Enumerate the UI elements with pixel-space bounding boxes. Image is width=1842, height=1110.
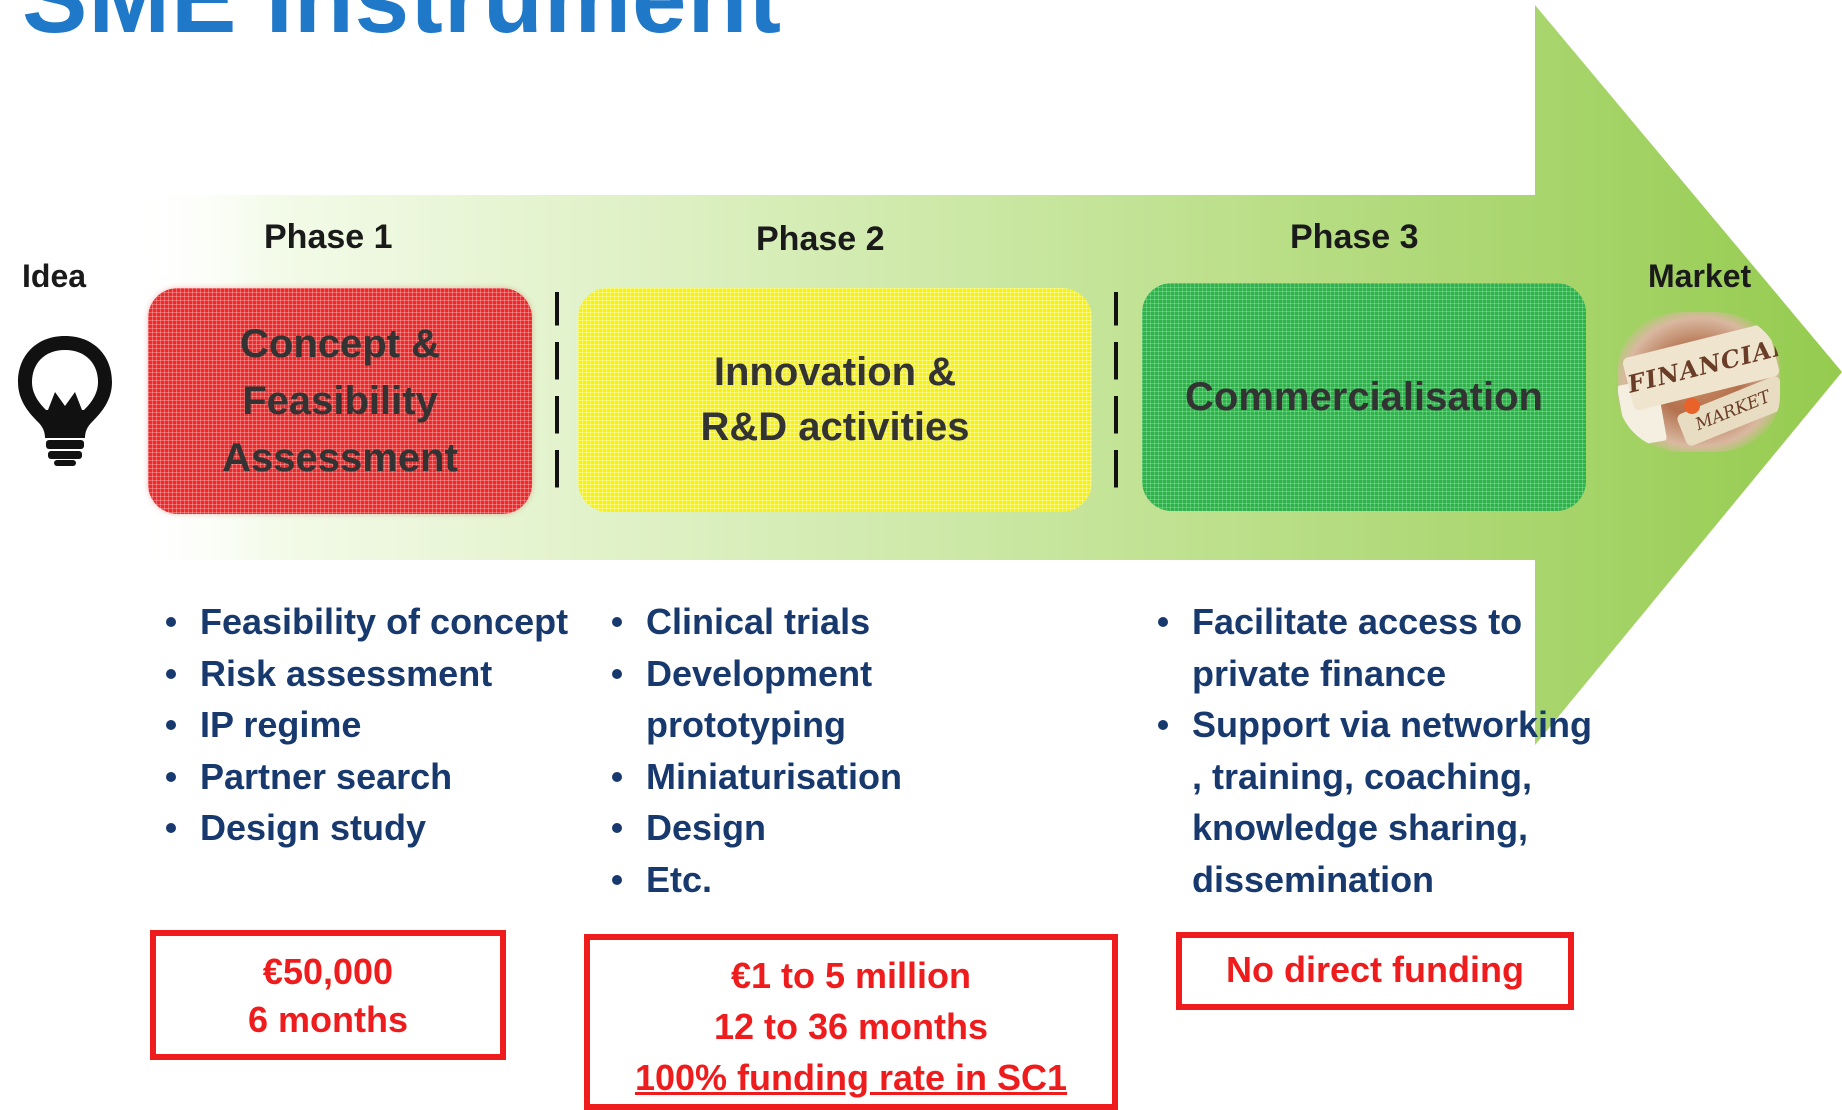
page-title: SME Instrument: [22, 0, 782, 55]
funding-line: 6 months: [247, 999, 408, 1040]
phase-1-bullets: Feasibility of concept Risk assessment I…: [162, 596, 602, 854]
idea-label: Idea: [22, 258, 87, 294]
funding-line: No direct funding: [1226, 949, 1524, 990]
list-item: Support via networking , training, coach…: [1154, 699, 1604, 905]
phase-2-box-line: R&D activities: [700, 405, 970, 449]
phase-3-bullets: Facilitate access to private finance Sup…: [1154, 596, 1604, 905]
market-label: Market: [1648, 258, 1752, 294]
list-item: Design: [608, 802, 938, 854]
list-item: Miniaturisation: [608, 751, 938, 803]
phase-2-heading: Phase 2: [756, 220, 885, 258]
list-item: Feasibility of concept: [162, 596, 602, 648]
list-item: Development prototyping: [608, 648, 938, 751]
list-item: Clinical trials: [608, 596, 938, 648]
phase-1-box: Concept & Feasibility Assessment: [148, 288, 532, 514]
phase-2-box: Innovation & R&D activities: [578, 288, 1092, 512]
lightbulb-icon: [18, 336, 112, 466]
funding-line: €50,000: [262, 951, 394, 992]
phase-3-funding: No direct funding: [1176, 932, 1574, 1010]
phase-2-box-line: Innovation &: [713, 350, 957, 394]
funding-line: 100% funding rate in SC1: [634, 1057, 1068, 1098]
phase-1-box-line: Assessment: [222, 435, 458, 480]
funding-line: €1 to 5 million: [730, 955, 972, 996]
list-item: Partner search: [162, 751, 602, 803]
phase-divider: [555, 292, 559, 504]
phase-divider: [1114, 292, 1118, 504]
financial-market-image: FINANCIAL MARKET: [1618, 312, 1780, 452]
phase-1-box-line: Concept &: [240, 321, 440, 366]
phase-3-box: Commercialisation: [1142, 283, 1586, 511]
phase-1-heading: Phase 1: [264, 218, 393, 256]
phase-3-heading: Phase 3: [1290, 218, 1419, 256]
phase-1-funding: €50,000 6 months: [150, 930, 506, 1060]
phase-3-box-line: Commercialisation: [1185, 374, 1543, 419]
phase-2-bullets: Clinical trials Development prototyping …: [608, 596, 938, 905]
list-item: Risk assessment: [162, 648, 602, 700]
list-item: IP regime: [162, 699, 602, 751]
list-item: Facilitate access to private finance: [1154, 596, 1604, 699]
funding-line: 12 to 36 months: [713, 1006, 989, 1047]
list-item: Etc.: [608, 854, 938, 906]
list-item: Design study: [162, 802, 602, 854]
phase-1-box-line: Feasibility: [242, 378, 438, 423]
phase-2-funding: €1 to 5 million 12 to 36 months 100% fun…: [584, 934, 1118, 1110]
